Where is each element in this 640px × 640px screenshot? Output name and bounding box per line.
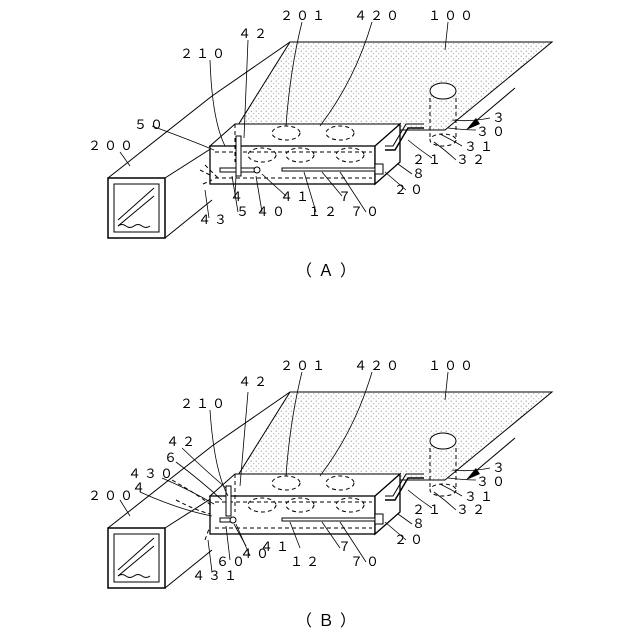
label-20: ２０ [394, 182, 426, 197]
label-43: ４３ [198, 212, 230, 227]
figure-b: ２０１ ４２０ １００ ４２ ２１０ ４２ ６ ４３０ ４ ２００ ３ ３０ ３… [88, 358, 552, 630]
label-100: １００ [428, 8, 476, 23]
label-420: ４２０ [354, 8, 402, 23]
label-7: ７ [338, 539, 354, 554]
label-8: ８ [412, 516, 428, 531]
label-420: ４２０ [354, 358, 402, 373]
label-70: ７０ [350, 554, 382, 569]
label-30: ３０ [476, 474, 508, 489]
housing [210, 474, 424, 534]
label-41: ４１ [280, 189, 312, 204]
label-6: ６ [164, 450, 180, 465]
label-3: ３ [492, 460, 508, 475]
label-12: １２ [290, 554, 322, 569]
label-42-lower: ４２ [166, 434, 198, 449]
label-201: ２０１ [280, 358, 328, 373]
label-40: ４０ [256, 204, 288, 219]
label-210: ２１０ [180, 396, 228, 411]
label-30: ３０ [476, 124, 508, 139]
label-21: ２１ [412, 502, 444, 517]
label-7: ７ [338, 189, 354, 204]
label-42: ４２ [238, 26, 270, 41]
label-430: ４３０ [128, 466, 176, 481]
label-70: ７０ [350, 204, 382, 219]
label-5: ５ [236, 204, 252, 219]
label-12: １２ [308, 204, 340, 219]
label-431: ４３１ [192, 568, 240, 583]
label-3: ３ [492, 110, 508, 125]
label-4: ４ [230, 189, 246, 204]
label-100: １００ [428, 358, 476, 373]
label-32: ３２ [456, 502, 488, 517]
label-8: ８ [412, 166, 428, 181]
label-21: ２１ [412, 152, 444, 167]
label-200: ２００ [88, 138, 136, 153]
opening [430, 83, 456, 99]
label-201: ２０１ [280, 8, 328, 23]
label-50: ５０ [134, 117, 166, 132]
label-200: ２００ [88, 488, 136, 503]
label-20: ２０ [394, 532, 426, 547]
label-210: ２１０ [180, 46, 228, 61]
caption-a: （Ａ） [296, 262, 362, 280]
figure-a: ２０１ ４２０ １００ ４２ ２１０ ５０ ２００ ３ ３０ ３１ ２１ ３２ … [88, 8, 552, 280]
caption-b: （Ｂ） [296, 612, 362, 630]
opening [430, 433, 456, 449]
label-42: ４２ [238, 374, 270, 389]
label-32: ３２ [456, 152, 488, 167]
label-40: ４０ [240, 546, 272, 561]
housing [210, 124, 424, 184]
